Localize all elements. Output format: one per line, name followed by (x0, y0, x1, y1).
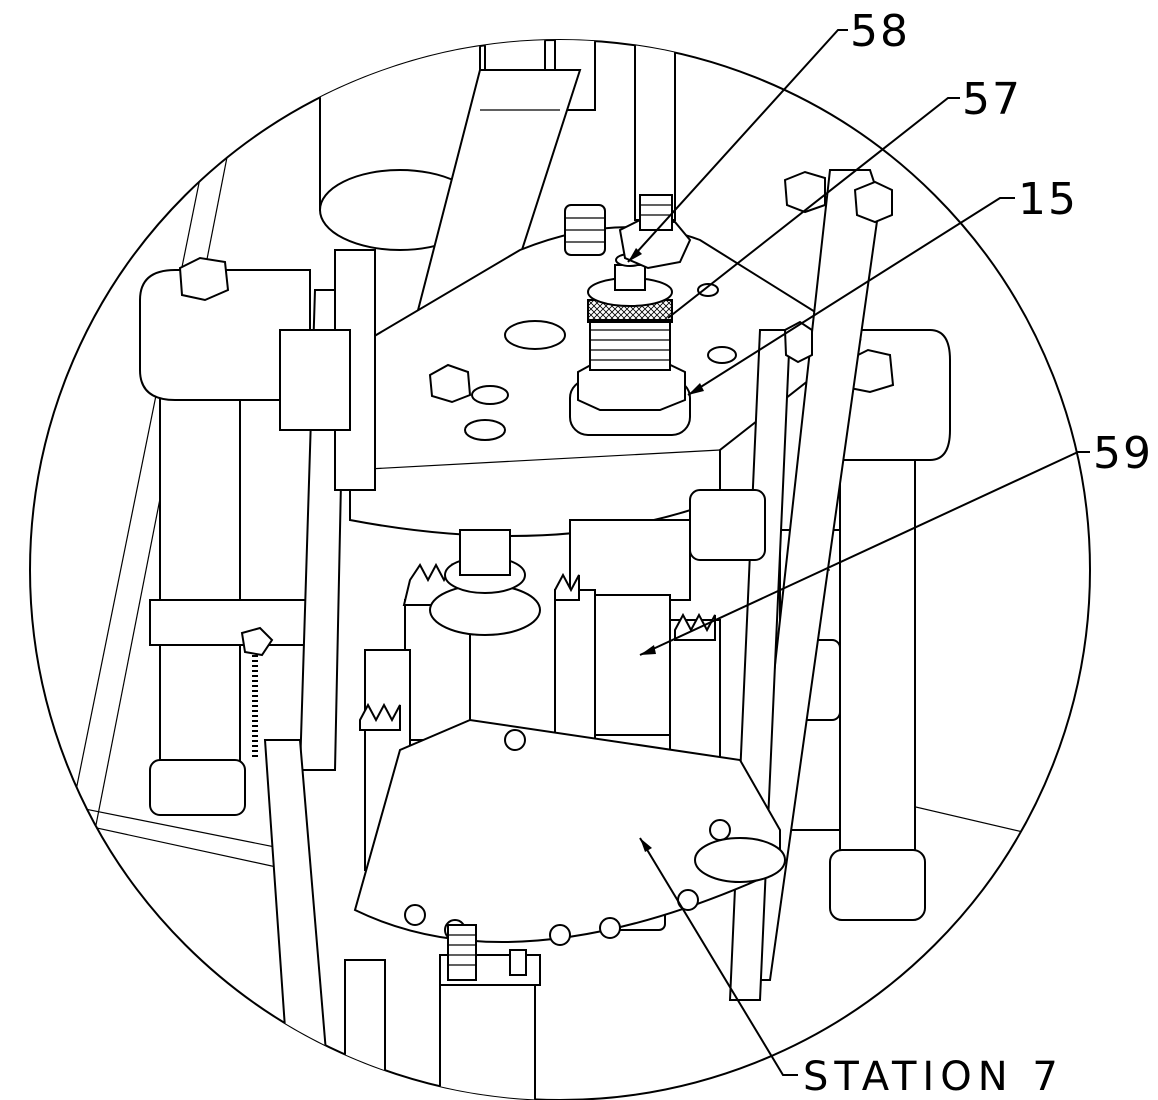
callout-58: 58 (850, 6, 910, 57)
leader-58 (627, 29, 848, 263)
leader-15 (687, 197, 1015, 396)
base-plate (353, 718, 786, 946)
leader-59 (639, 451, 1090, 656)
leader-57 (667, 97, 960, 319)
callout-15: 15 (1018, 174, 1078, 225)
callout-station-7: STATION 7 (803, 1054, 1064, 1100)
left-linkage (263, 249, 472, 1100)
arrowhead-59 (640, 645, 656, 655)
center-fitting (569, 253, 691, 436)
left-post (139, 256, 311, 816)
arrowhead-58 (628, 248, 642, 262)
leader-lines (627, 29, 1090, 1076)
arrowhead-station7 (640, 838, 652, 852)
callout-59: 59 (1093, 428, 1153, 479)
leader-station7 (639, 837, 798, 1076)
callout-57: 57 (962, 74, 1022, 125)
bottom-bracket (344, 924, 541, 1100)
arrowhead-15 (688, 383, 704, 395)
